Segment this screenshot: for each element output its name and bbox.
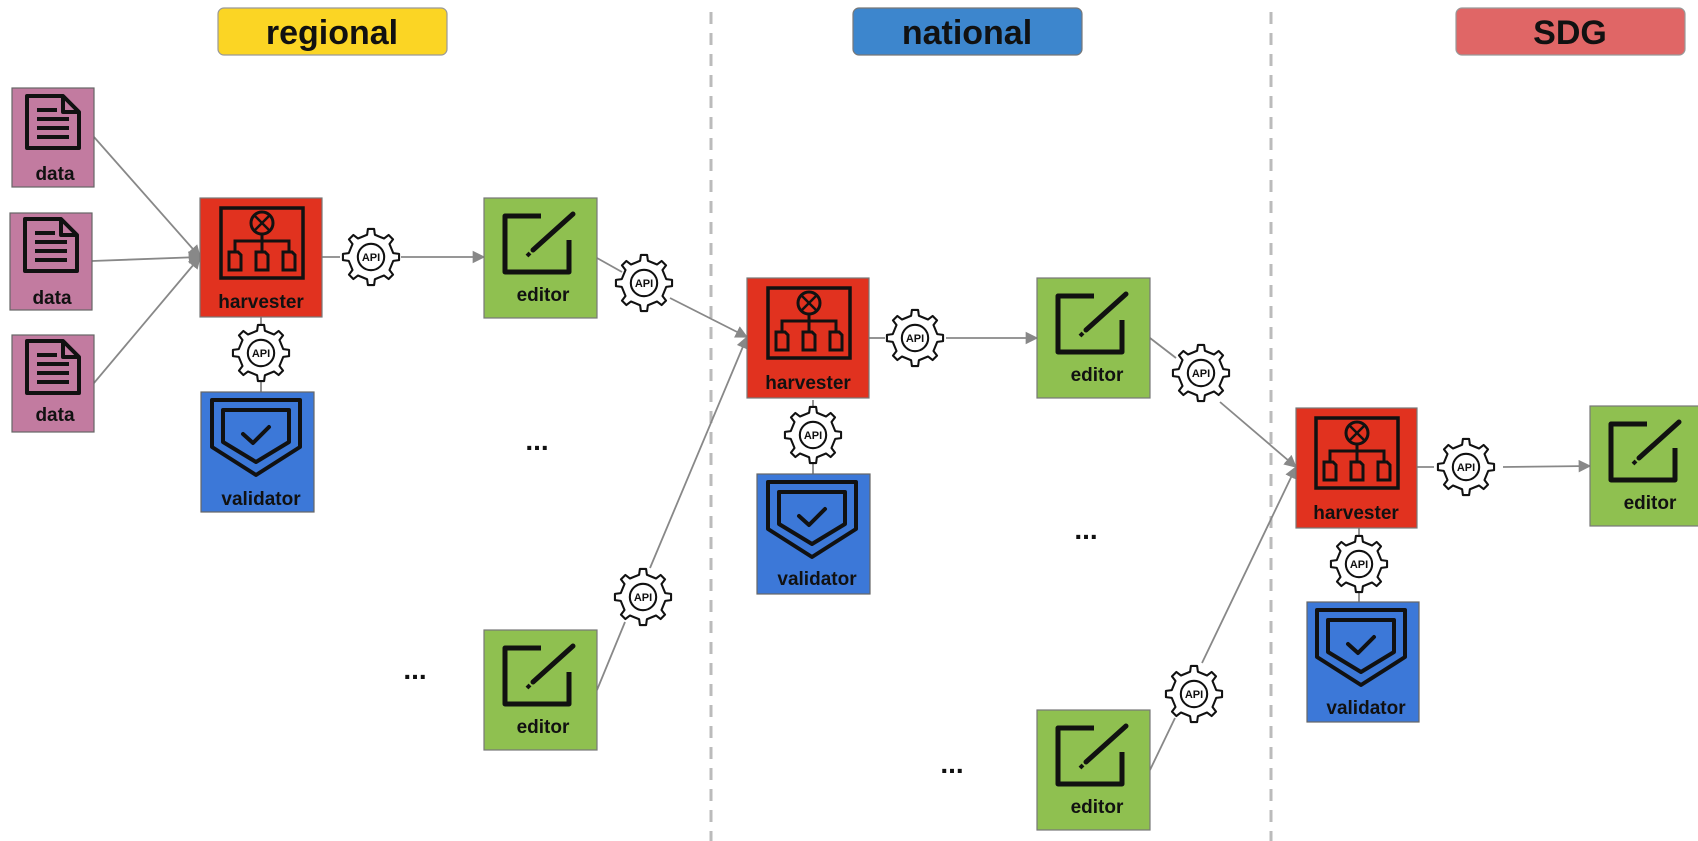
api-gear: API (614, 253, 674, 313)
editor-label: editor (517, 717, 570, 738)
data-label: data (35, 164, 75, 185)
api-label: API (252, 348, 270, 360)
api-label: API (635, 278, 653, 290)
section-title-regional: regional (266, 14, 398, 52)
section-title-sdg: SDG (1533, 14, 1607, 52)
line-editor2-api (596, 621, 626, 691)
api-gear: API (783, 405, 843, 465)
line-editor1-api (596, 257, 623, 273)
api-gear: API (1171, 343, 1231, 403)
api-gear: API (885, 308, 945, 368)
arrow-api-editor5 (1502, 459, 1592, 473)
harvester-label: harvester (218, 292, 304, 313)
arrow-api-harvester3-b (1201, 465, 1297, 664)
harvester-node: harvester (746, 277, 870, 399)
arrow-api-harvester2 (669, 297, 749, 338)
harvester-node: harvester (199, 197, 323, 318)
api-gear: API (1436, 437, 1496, 497)
connectors (91, 136, 1592, 771)
arrow-api-harvester3 (1219, 401, 1297, 468)
editor-node: editor (1589, 405, 1698, 527)
api-gear: API (1164, 664, 1224, 724)
editor-label: editor (1071, 797, 1124, 818)
api-label: API (1350, 559, 1368, 571)
api-label: API (634, 592, 652, 604)
api-label: API (1192, 368, 1210, 380)
validator-node: validator (1306, 601, 1420, 723)
arrow-data3-harvester (93, 256, 201, 384)
editor-node: editor (483, 197, 598, 319)
validator-label: validator (221, 489, 301, 510)
ellipsis-more-editors: ... (403, 654, 426, 685)
arrow-data1-harvester (93, 136, 201, 258)
validator-label: validator (777, 569, 857, 590)
section-header-national: national (852, 7, 1083, 56)
section-header-sdg: SDG (1455, 7, 1686, 56)
validator-node: validator (756, 473, 871, 595)
harvester-label: harvester (765, 373, 851, 394)
harvester-label: harvester (1313, 503, 1399, 524)
api-gear: API (341, 227, 401, 287)
editor-node: editor (1036, 277, 1151, 399)
api-label: API (804, 430, 822, 442)
api-gear: API (231, 323, 291, 383)
editor-label: editor (517, 285, 570, 306)
arrow-data2-harvester (91, 251, 202, 264)
section-header-regional: regional (217, 7, 448, 56)
validator-label: validator (1326, 698, 1406, 719)
editor-node: editor (1036, 709, 1151, 831)
line-editor4-api (1149, 717, 1176, 771)
editor-label: editor (1071, 365, 1124, 386)
api-label: API (906, 333, 924, 345)
harvester-node: harvester (1295, 407, 1418, 529)
section-title-national: national (902, 14, 1032, 52)
editor-label: editor (1624, 493, 1677, 514)
ellipsis-more-editors: ... (1074, 514, 1097, 545)
line-editor3-api (1149, 337, 1177, 359)
ellipsis-more-editors: ... (940, 748, 963, 779)
api-label: API (362, 252, 380, 264)
data-label: data (32, 288, 72, 309)
validator-node: validator (200, 391, 315, 513)
api-label: API (1457, 462, 1475, 474)
data-node: data (9, 212, 93, 311)
arrow-api-harvester2-b (649, 335, 749, 569)
api-label: API (1185, 689, 1203, 701)
data-node: data (11, 87, 95, 188)
ellipsis-more-editors: ... (525, 425, 548, 456)
api-gear: API (1329, 534, 1389, 594)
data-node: data (11, 334, 95, 433)
data-label: data (35, 405, 75, 426)
editor-node: editor (483, 629, 598, 751)
api-gear: API (613, 567, 673, 627)
